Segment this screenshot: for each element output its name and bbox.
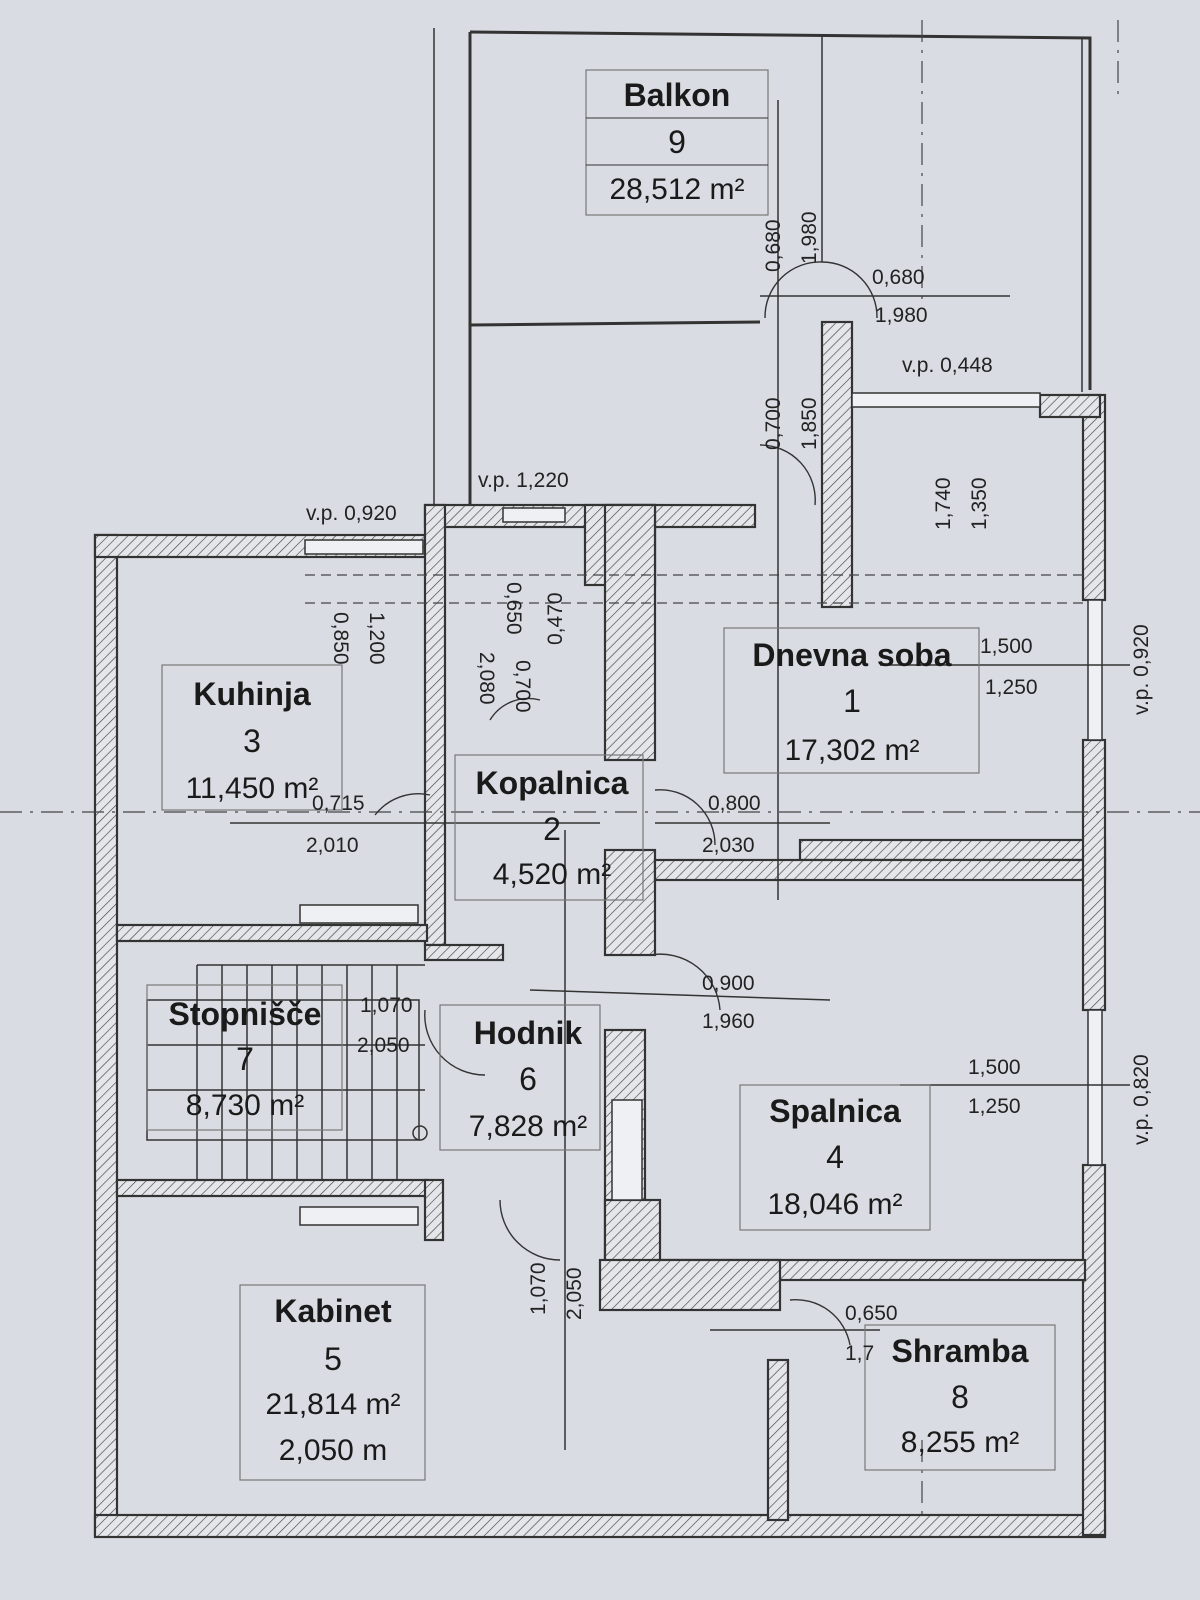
room-label-boxes [146,69,1056,1481]
room-stopnisce-area: 8,730 m² [186,1089,304,1122]
room-window-north [851,392,1041,408]
dim-shr-door-h: 1,7 [845,1342,874,1365]
dim-balkon-door-w-v: 0,680 [762,219,785,272]
dim-bath-win-w: 0,650 [502,582,525,635]
room-spalnica-area: 18,046 m² [767,1188,902,1221]
room-kopalnica-name: Kopalnica [476,765,629,801]
room-spalnica-number: 4 [826,1139,844,1175]
dim-vp-0920-kitchen: v.p. 0,920 [306,502,397,525]
room-kabinet-number: 5 [324,1341,342,1377]
beam-lines [0,100,1200,1450]
room-spalnica: Spalnica 4 18,046 m² [767,1093,902,1221]
walls [93,320,1107,1539]
room-kabinet-name: Kabinet [274,1293,392,1329]
door-swings [230,261,1130,1346]
dim-vp-0820: v.p. 0,820 [1130,1054,1153,1145]
dim-stair-door-h: 2,050 [357,1034,410,1057]
dim-kit-door-w: 0,715 [312,792,365,815]
dim-bal-win-h: 1,350 [968,477,991,530]
dimension-labels: 0,680 1,980 v.p. 0,448 v.p. 1,220 v.p. 0… [306,266,1038,1365]
dim-kab-door-h: 2,050 [563,1267,586,1320]
stair-counter [299,1206,419,1226]
dim-corr-door-w: 0,700 [762,397,785,450]
dim-stair-door-w: 1,070 [360,994,413,1017]
room-kuhinja: Kuhinja 3 11,450 m² [186,676,319,805]
room-hodnik-name: Hodnik [474,1015,583,1051]
room-kuhinja-name: Kuhinja [193,676,311,712]
room-balkon-number: 9 [668,124,686,160]
dim-vp-0920-living: v.p. 0,920 [1130,624,1153,715]
dim-liv-door-w: 0,800 [708,792,761,815]
room-kopalnica: Kopalnica 2 4,520 m² [476,765,629,891]
dim-balkon-door-h-v: 1,980 [798,211,821,264]
dim-liv-door-h: 2,030 [702,834,755,857]
living-window [1087,599,1103,741]
dim-shr-door-w: 0,650 [845,1302,898,1325]
room-kuhinja-number: 3 [243,723,261,759]
room-dnevna-soba: Dnevna soba 1 17,302 m² [752,637,951,767]
dim-kit-win-w: 0,850 [329,612,352,665]
dim-bal-win-w: 1,740 [932,477,955,530]
room-stopnisce: Stopnišče 7 8,730 m² [169,996,322,1122]
windows [299,392,1103,1226]
kitchen-counter [299,904,419,924]
room-shramba: Shramba 8 8,255 m² [892,1333,1029,1459]
room-stopnisce-number: 7 [236,1041,254,1077]
room-kabinet: Kabinet 5 21,814 m² 2,050 m [265,1293,400,1467]
room-balkon-area: 28,512 m² [609,173,744,206]
dim-bath-door-h: 2,080 [475,652,498,705]
dim-bath-win-h: 0,470 [544,592,567,645]
room-hodnik-number: 6 [519,1061,537,1097]
dim-liv-win-w: 1,500 [980,635,1033,658]
dim-vp-0448: v.p. 0,448 [902,354,993,377]
room-kabinet-height: 2,050 m [279,1434,387,1467]
dim-balkon-door-w: 0,680 [872,266,925,289]
dim-kab-door-w: 1,070 [527,1262,550,1315]
dim-bed-door-w: 0,900 [702,972,755,995]
room-kabinet-area: 21,814 m² [265,1388,400,1421]
room-balkon: Balkon 9 28,512 m² [609,77,744,206]
room-kopalnica-number: 2 [543,811,561,847]
dim-vp-1220: v.p. 1,220 [478,469,569,492]
room-dnevna-name: Dnevna soba [752,637,951,673]
room-dnevna-area: 17,302 m² [784,734,919,767]
room-hodnik-area: 7,828 m² [469,1110,587,1143]
dim-liv-win-h: 1,250 [985,676,1038,699]
room-spalnica-name: Spalnica [769,1093,901,1129]
room-hodnik: Hodnik 6 7,828 m² [469,1015,587,1143]
dim-bed-door-h: 1,960 [702,1010,755,1033]
room-kuhinja-area: 11,450 m² [186,772,319,805]
room-balkon-name: Balkon [624,77,731,113]
room-shramba-area: 8,255 m² [901,1426,1019,1459]
dim-bed-win-w: 1,500 [968,1056,1021,1079]
room-kopalnica-area: 4,520 m² [493,858,611,891]
dim-kit-win-h: 1,200 [365,612,388,665]
balcony-outline [433,20,1119,1520]
dimension-labels-vertical: 0,680 1,980 0,700 1,850 1,740 1,350 0,85… [329,211,1153,1320]
room-shramba-name: Shramba [892,1333,1029,1369]
dim-balkon-door-h: 1,980 [875,304,928,327]
room-stopnisce-name: Stopnišče [169,996,322,1032]
kitchen-window [304,539,424,555]
bedroom-window [1087,1009,1103,1166]
dim-corr-door-h: 1,850 [798,397,821,450]
room-dnevna-number: 1 [843,683,861,719]
dim-kit-door-h: 2,010 [306,834,359,857]
dim-bath-door-w: 0,700 [511,660,534,713]
corridor-niche [611,1099,643,1201]
bathroom-window [502,507,566,523]
room-shramba-number: 8 [951,1379,969,1415]
dim-bed-win-h: 1,250 [968,1095,1021,1118]
